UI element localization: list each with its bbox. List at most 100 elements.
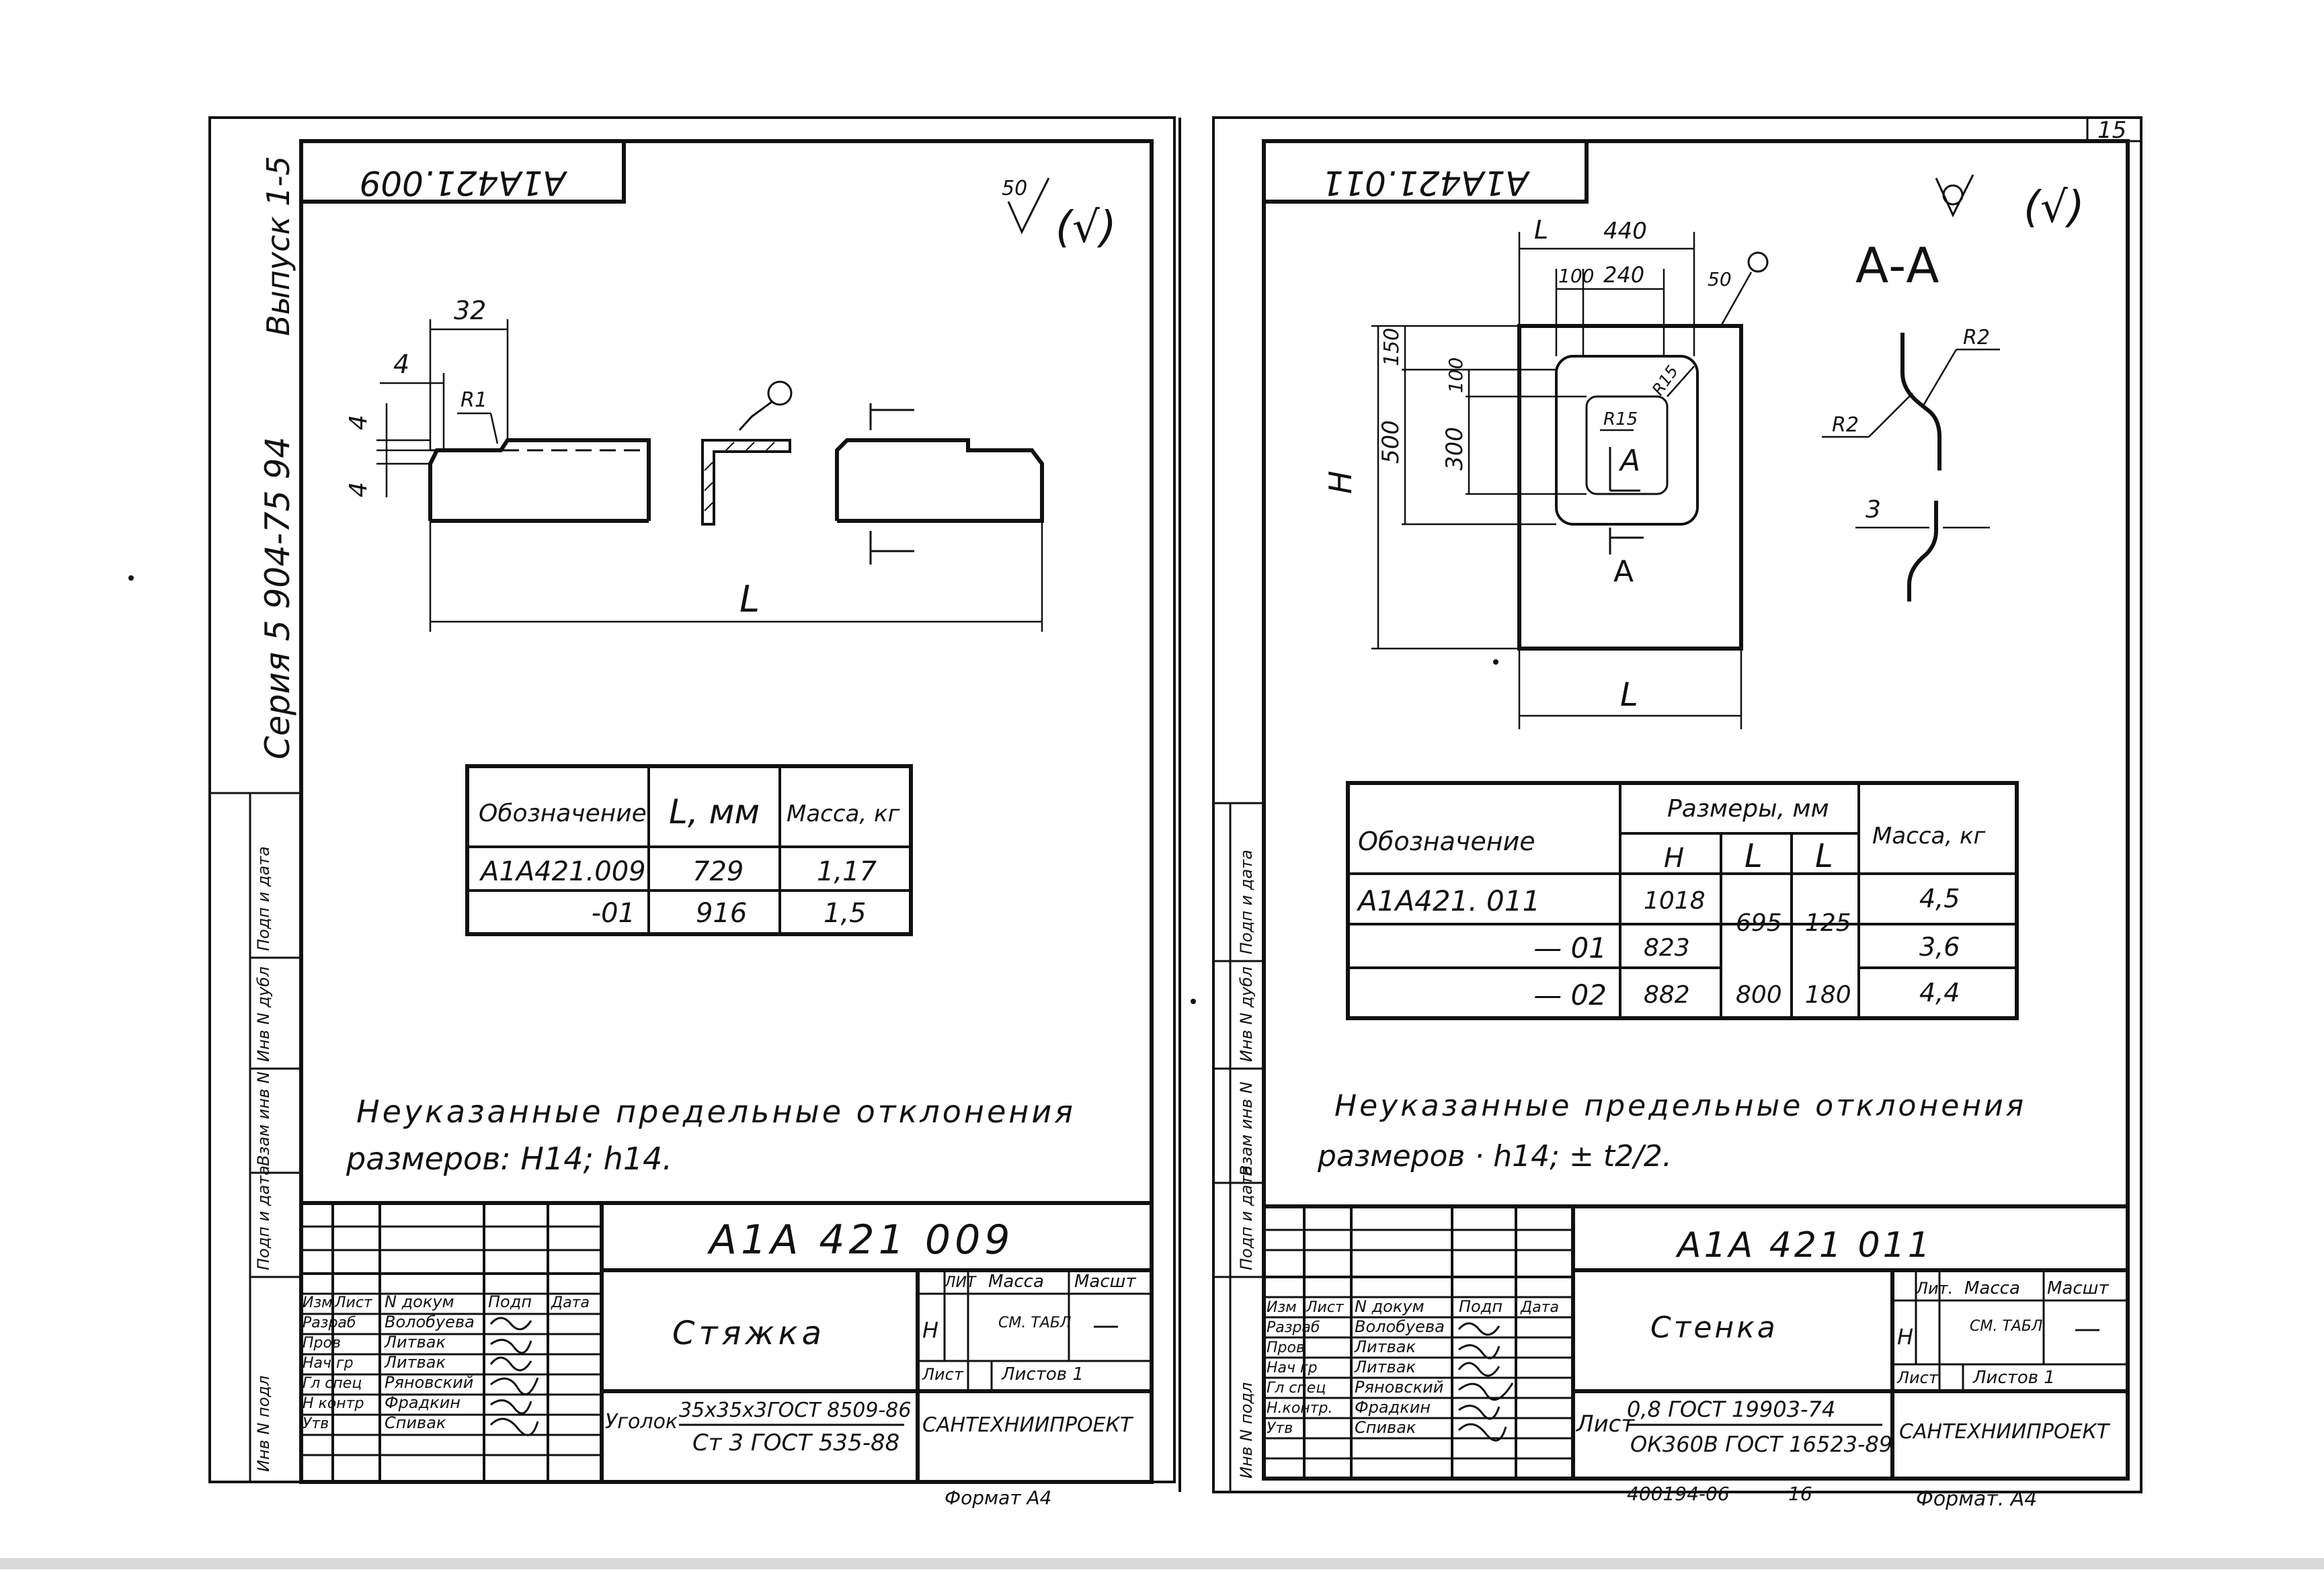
sig-header: Подп	[488, 1292, 532, 1311]
left-material-line1: 35x35x3ГОСТ 8509-86	[679, 1399, 911, 1422]
dim-r2a: R2	[1963, 326, 1990, 349]
sig-role: Н контр	[303, 1395, 364, 1412]
sig-header: N докум	[385, 1292, 454, 1311]
dim-100: 100	[1558, 265, 1594, 287]
dim-440: 440	[1603, 218, 1647, 245]
side-label: Подп и дата	[254, 1165, 273, 1270]
sig-role: Н.контр.	[1267, 1400, 1332, 1417]
right-lit-value: Н	[1897, 1324, 1913, 1350]
dim-4b: 4	[345, 415, 372, 430]
left-note-line2: размеров: Н14; h14.	[346, 1141, 672, 1177]
table-header: Обозначение	[479, 800, 647, 827]
table-cell: 1,17	[817, 856, 877, 887]
signature-scribble	[1458, 1382, 1514, 1401]
dim-r1: R1	[460, 388, 487, 412]
dim-150: 150	[1380, 328, 1404, 366]
section-a-top: A	[1618, 444, 1640, 478]
signature-scribble	[490, 1339, 532, 1354]
sig-name: Волобуева	[1355, 1317, 1445, 1336]
sig-name: Литвак	[1354, 1358, 1416, 1376]
signature-scribble	[1458, 1344, 1500, 1360]
sig-role: Разраб	[303, 1315, 356, 1331]
dim-300: 300	[1441, 427, 1468, 470]
sig-name: Фрадкин	[1355, 1398, 1431, 1417]
table-cell: 125	[1805, 909, 1851, 937]
left-sheet-label: Лист	[922, 1365, 964, 1384]
dim-3: 3	[1866, 496, 1881, 524]
table-cell: 1,5	[824, 898, 867, 929]
roughness-value: 50	[1002, 177, 1027, 200]
right-stamp: A1A421.011	[1262, 139, 1589, 204]
signature-scribble	[1457, 1322, 1500, 1336]
sig-name: Литвак	[1354, 1337, 1416, 1356]
left-angle-section	[701, 380, 793, 526]
sig-name: Спивак	[1355, 1418, 1416, 1437]
sig-role: Пров	[303, 1335, 341, 1352]
right-stamp-text: A1A421.011	[1322, 163, 1531, 202]
table-cell: 1018	[1644, 887, 1706, 915]
signature-scribble	[490, 1377, 539, 1396]
sig-header: Лист	[334, 1294, 373, 1311]
left-sheet: Серия 5 904-75 94 Выпуск 1-5 Инв N подл …	[208, 116, 1176, 1509]
signature-scribble	[1457, 1362, 1500, 1377]
table-subheader: Н	[1664, 843, 1684, 874]
left-item-name: Стяжка	[672, 1315, 826, 1352]
sig-role: Гл спец	[1267, 1380, 1326, 1397]
table-cell: 4,4	[1919, 978, 1960, 1007]
dim-4c: 4	[345, 482, 372, 497]
sig-name: Волобуева	[385, 1313, 475, 1331]
left-issue-label: Выпуск 1-5	[260, 156, 296, 336]
left-stamp-text: A1A421.009	[360, 163, 568, 202]
sig-role: Нач гр	[303, 1355, 354, 1372]
dim-r15b: R15	[1648, 362, 1682, 399]
dim-500: 500	[1377, 420, 1404, 464]
sig-header: Лист	[1306, 1299, 1345, 1316]
page-number: 15	[2097, 117, 2126, 144]
left-scale-header: Масшт	[1074, 1272, 1136, 1292]
side-label: Инв N подл	[1237, 1382, 1256, 1479]
right-part-drawing: 440 L 100 240 50 150 500 100	[1322, 215, 1769, 729]
left-roughness-symbol: 50 (√)	[1002, 177, 1117, 253]
right-format: Формат. А4	[1916, 1487, 2037, 1511]
side-label: Взам инв N	[1237, 1081, 1256, 1176]
left-inner-frame	[299, 139, 1154, 1484]
left-material-line2: Ст 3 ГОСТ 535-88	[692, 1430, 899, 1456]
table-header: Обозначение	[1358, 827, 1535, 856]
left-material-prefix: Уголок	[605, 1410, 678, 1434]
dim-r2b: R2	[1832, 413, 1859, 437]
table-cell: 180	[1805, 981, 1851, 1009]
right-table: Обозначение Размеры, мм Масса, кг Н L L …	[1346, 781, 2019, 1020]
sig-name: Литвак	[384, 1353, 446, 1372]
table-subheader: L	[1815, 837, 1833, 875]
table-cell: 823	[1644, 934, 1690, 962]
right-outer-frame	[1212, 116, 2142, 1493]
left-series-label: Серия 5 904-75 94	[258, 437, 297, 759]
left-mass-value: СМ. ТАБЛ	[998, 1315, 1071, 1331]
right-note-line2: размеров · h14; ± t2/2.	[1317, 1139, 1672, 1173]
sig-role: Утв	[1267, 1420, 1293, 1437]
left-mass-header: Масса	[988, 1272, 1044, 1292]
sig-role: Утв	[303, 1415, 329, 1432]
table-cell: — 02	[1533, 979, 1607, 1011]
table-cell: 729	[692, 856, 744, 887]
left-table: Обозначение L, мм Масса, кг A1A421.009 7…	[465, 764, 913, 936]
left-part-drawing: 32 4 4 4 R1 L	[345, 296, 1043, 632]
section-a-bottom: A	[1613, 554, 1634, 589]
right-side-labels: Инв N подл Подп и дата Взам инв N Инв N …	[1237, 850, 1256, 1479]
table-cell: — 01	[1533, 932, 1607, 964]
side-label: Инв N подл	[254, 1376, 273, 1472]
signature-scribble	[1457, 1423, 1507, 1442]
dim-32: 32	[454, 296, 486, 325]
right-scale-header: Масшт	[2047, 1278, 2109, 1298]
signature-scribble	[490, 1399, 532, 1415]
right-sheet-label: Лист	[1896, 1368, 1939, 1387]
right-title-block: Изм Лист N докум Подп Дата Разраб Волобу…	[1264, 1204, 2128, 1511]
signature-scribble	[489, 1356, 532, 1372]
dim-L: L	[739, 578, 760, 620]
right-footer-code: 400194-06	[1627, 1483, 1730, 1505]
left-sheets-label: Листов 1	[1001, 1364, 1084, 1384]
right-material-line1: 0,8 ГОСТ 19903-74	[1627, 1397, 1835, 1422]
table-cell: 800	[1736, 981, 1782, 1009]
dim-4a: 4	[393, 349, 409, 379]
sig-name: Литвак	[384, 1333, 446, 1352]
